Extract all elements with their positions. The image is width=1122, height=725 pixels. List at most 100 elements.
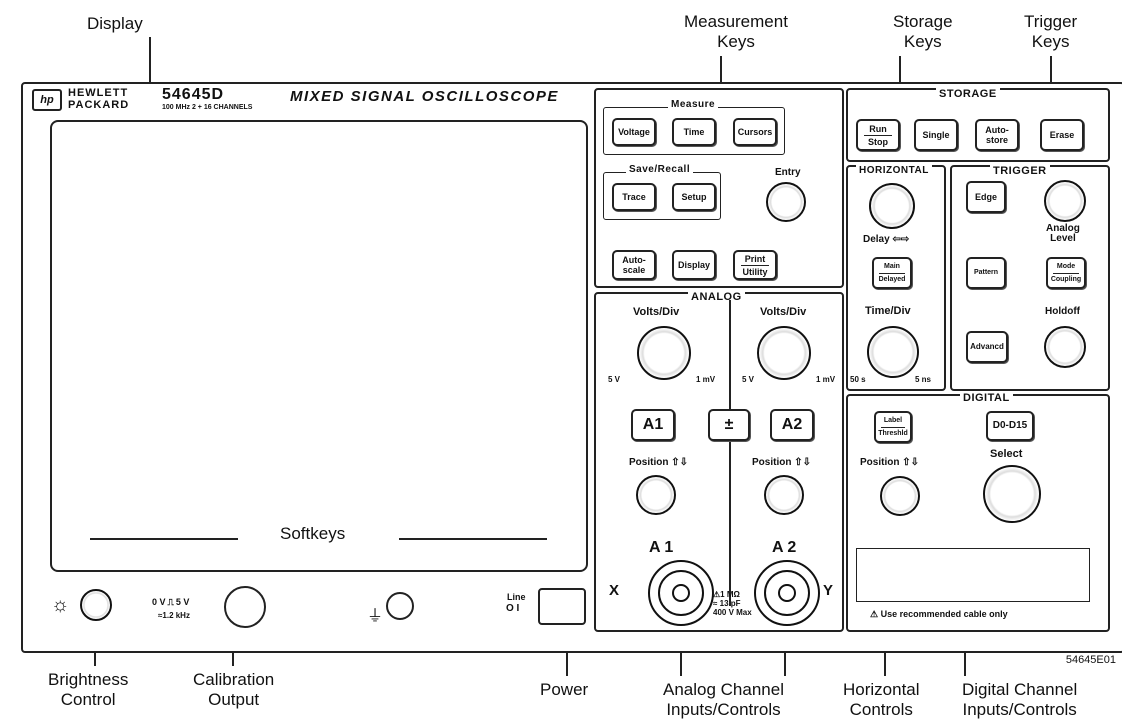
x-label: X — [609, 582, 620, 599]
calibration-text: 0 V⎍5 V — [152, 597, 190, 607]
a1-key[interactable]: A1 — [631, 409, 675, 441]
time-div-label: Time/Div — [865, 305, 911, 317]
instrument-title: MIXED SIGNAL OSCILLOSCOPE — [290, 88, 559, 105]
a2-bnc-input[interactable] — [754, 560, 820, 626]
line-label: Line — [507, 592, 526, 602]
ground-icon: ⏚ — [367, 608, 384, 625]
edge-key[interactable]: Edge — [966, 181, 1006, 213]
time-range-left: 50 s — [850, 375, 866, 384]
calibration-output-terminal[interactable] — [224, 586, 266, 628]
model-spec: 100 MHz 2 + 16 CHANNELS — [162, 104, 253, 111]
a1-range-right: 1 mV — [696, 375, 716, 384]
measure-title: Measure — [668, 99, 719, 110]
power-switch[interactable] — [538, 588, 586, 625]
digital-connector[interactable] — [856, 548, 1090, 602]
entry-knob[interactable] — [766, 182, 806, 222]
holdoff-label: Holdoff — [1045, 306, 1080, 317]
setup-key[interactable]: Setup — [672, 183, 716, 211]
save-recall-group: Save/Recall — [603, 164, 721, 220]
trace-key[interactable]: Trace — [612, 183, 656, 211]
delay-label: Delay ⇦⇨ — [863, 234, 910, 245]
measure-group: Measure — [603, 99, 785, 155]
ground-terminal[interactable] — [386, 592, 414, 620]
callout-display: Display — [87, 14, 143, 33]
analog-divider — [729, 300, 731, 606]
digital-position-label: Position ⇧⇩ — [860, 457, 919, 468]
autoscale-key[interactable]: Auto-scale — [612, 250, 656, 280]
a2-range-left: 5 V — [742, 375, 755, 384]
brightness-icon: ☼ — [51, 594, 70, 616]
erase-key[interactable]: Erase — [1040, 119, 1084, 151]
digital-position-knob[interactable] — [880, 476, 920, 516]
math-key[interactable]: ± — [708, 409, 750, 441]
time-div-knob[interactable] — [867, 326, 919, 378]
analog-level-knob[interactable] — [1044, 180, 1086, 222]
calibration-freq: ≈1.2 kHz — [158, 611, 190, 620]
leader-measurement — [720, 56, 722, 94]
softkeys-line-right — [399, 538, 547, 540]
cursors-key[interactable]: Cursors — [733, 118, 777, 146]
pattern-key[interactable]: Pattern — [966, 257, 1006, 289]
position-a1-knob[interactable] — [636, 475, 676, 515]
volts-div-a1-knob[interactable] — [637, 326, 691, 380]
time-range-right: 5 ns — [915, 375, 932, 384]
delay-knob[interactable] — [869, 183, 915, 229]
holdoff-knob[interactable] — [1044, 326, 1086, 368]
a1-bnc-input[interactable] — [648, 560, 714, 626]
cable-note: ⚠ Use recommended cable only — [870, 609, 1008, 619]
a2-key[interactable]: A2 — [770, 409, 814, 441]
advanced-key[interactable]: Advancd — [966, 331, 1008, 363]
position-a2-knob[interactable] — [764, 475, 804, 515]
select-knob[interactable] — [983, 465, 1041, 523]
hp-logo: hp — [32, 89, 62, 111]
figure-id: 54645E01 — [1065, 654, 1116, 666]
position-a2-label: Position ⇧⇩ — [752, 457, 811, 468]
select-label: Select — [990, 448, 1023, 460]
brightness-knob[interactable] — [80, 589, 112, 621]
softkeys-label: Softkeys — [280, 524, 346, 543]
model-number: 54645D — [162, 86, 225, 103]
save-recall-title: Save/Recall — [626, 164, 694, 175]
time-key[interactable]: Time — [672, 118, 716, 146]
display-screen — [50, 120, 588, 572]
storage-title: STORAGE — [936, 88, 1000, 100]
position-a1-label: Position ⇧⇩ — [629, 457, 688, 468]
softkeys-line-left — [90, 538, 238, 540]
single-key[interactable]: Single — [914, 119, 958, 151]
volts-div-a2-knob[interactable] — [757, 326, 811, 380]
analog-title: ANALOG — [688, 291, 745, 303]
line-states: O I — [506, 603, 520, 614]
leader-storage — [899, 56, 901, 96]
trigger-title: TRIGGER — [990, 165, 1050, 177]
a1-range-left: 5 V — [608, 375, 621, 384]
input-a1-label: A 1 — [649, 539, 674, 556]
y-label: Y — [823, 582, 834, 599]
display-key[interactable]: Display — [672, 250, 716, 280]
horizontal-title: HORIZONTAL — [856, 165, 932, 176]
entry-label: Entry — [775, 167, 801, 178]
digital-title: DIGITAL — [960, 392, 1013, 404]
d0-d15-key[interactable]: D0-D15 — [986, 411, 1034, 441]
callout-power: Power — [540, 680, 589, 699]
autostore-key[interactable]: Auto-store — [975, 119, 1019, 151]
input-a2-label: A 2 — [772, 539, 797, 556]
volts-div-a2-label: Volts/Div — [760, 306, 807, 318]
a2-range-right: 1 mV — [816, 375, 836, 384]
voltage-key[interactable]: Voltage — [612, 118, 656, 146]
